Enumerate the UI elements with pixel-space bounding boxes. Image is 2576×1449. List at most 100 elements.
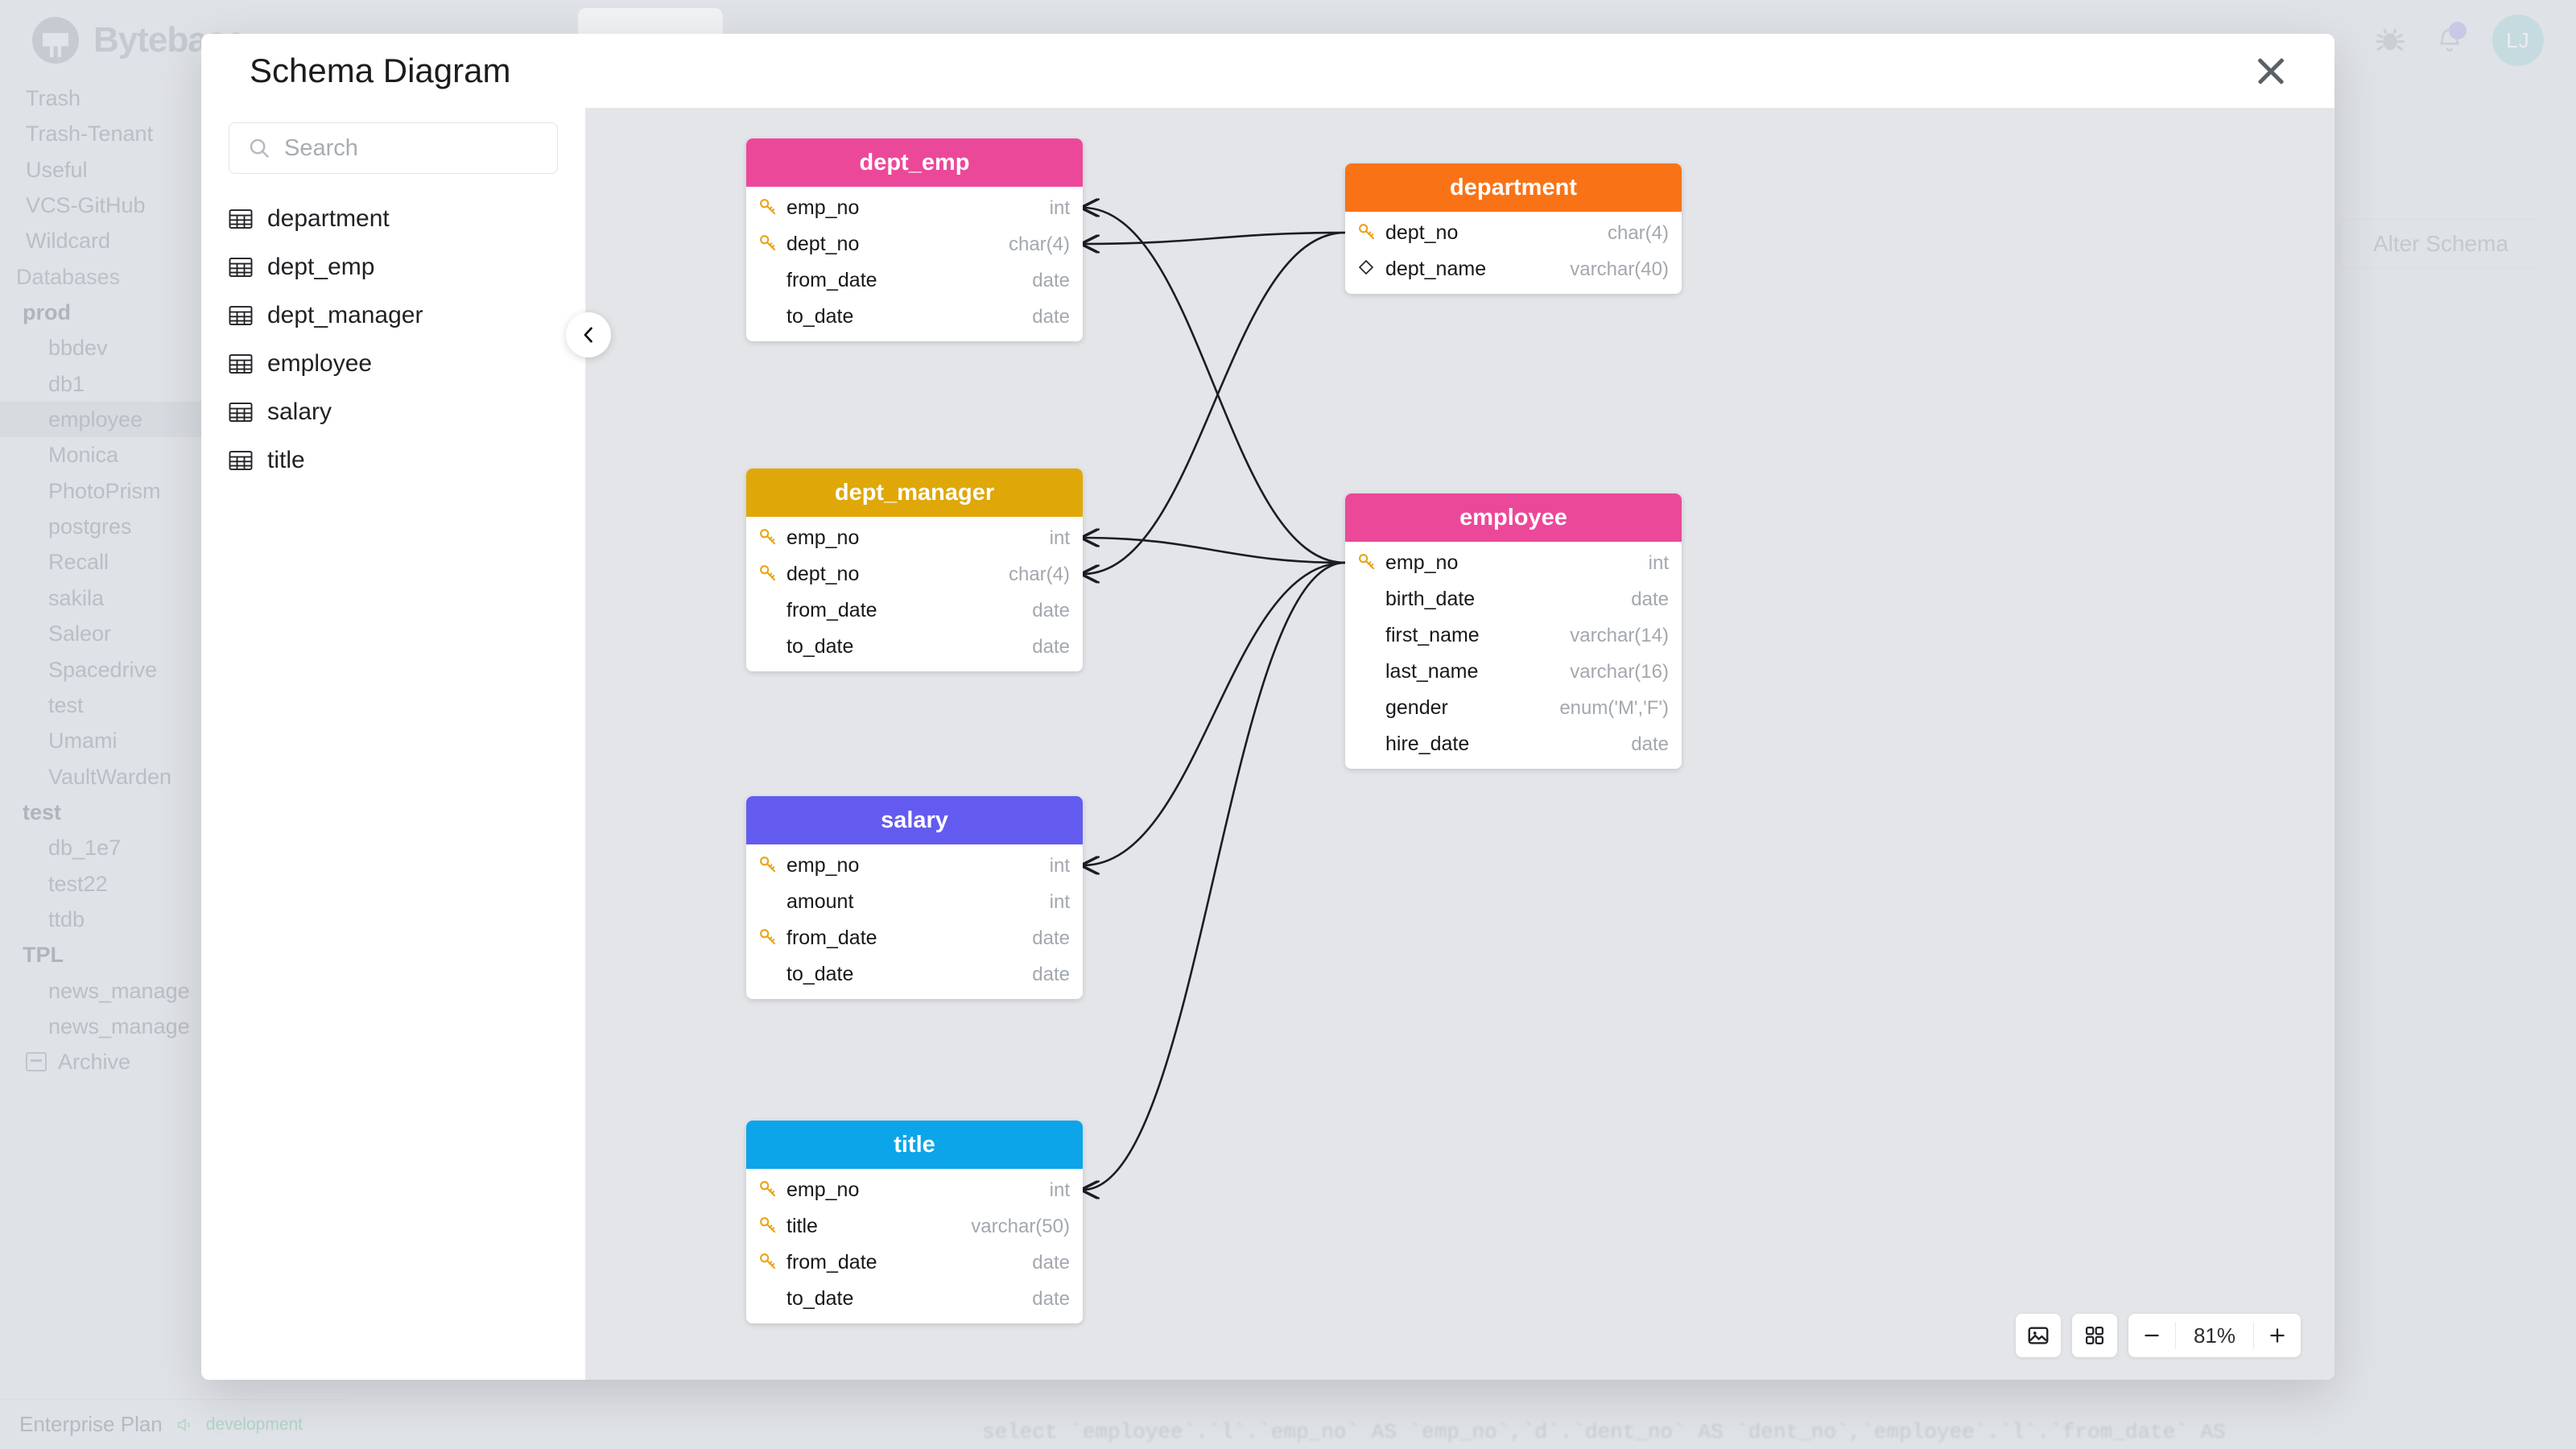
column-name: dept_no: [1385, 221, 1459, 244]
relationship-edge: [1083, 231, 1346, 244]
sidebar-item-umami[interactable]: Umami: [48, 729, 118, 753]
column-name: first_name: [1385, 624, 1480, 646]
schema-node-columns: emp_no int birth_date date first_name va…: [1345, 542, 1682, 769]
column-name: emp_no: [786, 1179, 860, 1201]
column-type: varchar(40): [1570, 258, 1669, 280]
table-list-item[interactable]: department: [201, 195, 585, 243]
column-type: varchar(16): [1570, 660, 1669, 683]
column-type: int: [1049, 196, 1070, 219]
table-icon: [229, 402, 253, 423]
avatar[interactable]: LJ: [2492, 14, 2544, 66]
sidebar-item-tpl[interactable]: TPL: [23, 943, 64, 968]
sidebar-item-monica[interactable]: Monica: [48, 443, 119, 468]
sidebar-item-sakila[interactable]: sakila: [48, 585, 105, 610]
schema-node-title: department: [1345, 163, 1682, 212]
bug-icon[interactable]: [2373, 23, 2407, 57]
table-icon: [229, 450, 253, 471]
sidebar-item-test22[interactable]: test22: [48, 871, 108, 896]
table-list: department dept_emp dept_manager employe…: [201, 185, 585, 485]
column-name: last_name: [1385, 660, 1479, 683]
schema-node-department[interactable]: department dept_no char(4) dept_name var…: [1345, 163, 1682, 294]
sidebar-item-news-manage[interactable]: news_manage: [48, 978, 190, 1003]
archive-icon: [26, 1052, 47, 1072]
schema-node-title: dept_emp: [746, 138, 1083, 187]
column-type: int: [1049, 854, 1070, 877]
column-name: from_date: [786, 599, 877, 621]
collapse-panel-button[interactable]: [566, 312, 611, 357]
column-type: date: [1032, 1251, 1070, 1274]
sidebar-item-saleor[interactable]: Saleor: [48, 621, 112, 646]
schema-node-title: employee: [1345, 493, 1682, 542]
primary-key-icon: [1356, 551, 1381, 576]
sidebar-item-trash-tenant[interactable]: Trash-Tenant: [26, 122, 154, 147]
column-type: date: [1631, 733, 1669, 755]
schema-node-columns: emp_no int amount int from_date date to_…: [746, 844, 1083, 999]
sidebar-item-ttdb[interactable]: ttdb: [48, 906, 85, 931]
column-type: int: [1049, 526, 1070, 549]
export-image-button[interactable]: [2016, 1314, 2061, 1357]
app-footer: Enterprise Plan development: [0, 1399, 346, 1449]
sidebar-item-recall[interactable]: Recall: [48, 550, 109, 575]
sidebar-item-db1[interactable]: db1: [48, 371, 85, 396]
sidebar-item-spacedrive[interactable]: Spacedrive: [48, 657, 158, 682]
column-row: dept_name varchar(40): [1345, 251, 1682, 287]
zoom-in-button[interactable]: [2254, 1314, 2301, 1357]
sidebar-item-postgres[interactable]: postgres: [48, 514, 132, 539]
column-name: dept_no: [786, 233, 860, 255]
table-list-item[interactable]: salary: [201, 388, 585, 436]
column-row: to_date date: [746, 1281, 1083, 1317]
column-type: enum('M','F'): [1559, 696, 1669, 719]
zoom-out-button[interactable]: [2128, 1314, 2175, 1357]
column-row: dept_no char(4): [1345, 215, 1682, 251]
column-type: date: [1032, 269, 1070, 291]
sidebar-item-trash[interactable]: Trash: [26, 86, 81, 110]
column-name: emp_no: [786, 854, 860, 877]
sidebar-item-test[interactable]: test: [23, 799, 62, 824]
sidebar-item-db-1e7[interactable]: db_1e7: [48, 836, 122, 861]
schema-node-title[interactable]: title emp_no int title varchar(50) from_…: [746, 1121, 1083, 1323]
bell-icon[interactable]: [2436, 22, 2467, 56]
sidebar-item-vaultwarden[interactable]: VaultWarden: [48, 764, 172, 789]
sidebar-item-bbdev[interactable]: bbdev: [48, 336, 108, 361]
sidebar-item-useful[interactable]: Useful: [26, 157, 88, 182]
sidebar-item-employee[interactable]: employee: [0, 402, 209, 438]
sidebar-item-photoprism[interactable]: PhotoPrism: [48, 478, 161, 503]
schema-node-dept_emp[interactable]: dept_emp emp_no int dept_no char(4) from…: [746, 138, 1083, 341]
schema-node-dept_manager[interactable]: dept_manager emp_no int dept_no char(4) …: [746, 469, 1083, 671]
column-row: from_date date: [746, 262, 1083, 299]
search-input[interactable]: Search: [229, 122, 558, 174]
schema-node-employee[interactable]: employee emp_no int birth_date date firs…: [1345, 493, 1682, 769]
sidebar-item-wildcard[interactable]: Wildcard: [26, 229, 111, 254]
divider: [2175, 1322, 2176, 1349]
column-name: emp_no: [786, 526, 860, 549]
sidebar-item-prod[interactable]: prod: [23, 300, 71, 325]
sidebar-item-vcs-github[interactable]: VCS-GitHub: [26, 193, 146, 218]
schema-node-columns: dept_no char(4) dept_name varchar(40): [1345, 212, 1682, 294]
sidebar-item-test[interactable]: test: [48, 692, 84, 717]
column-name: from_date: [786, 1251, 877, 1274]
sidebar-item-news-manage[interactable]: news_manage: [48, 1013, 190, 1038]
table-list-item[interactable]: title: [201, 436, 585, 485]
primary-key-icon: [758, 1214, 782, 1239]
table-list-item[interactable]: employee: [201, 340, 585, 388]
column-type: int: [1648, 551, 1669, 574]
sidebar-item-archive[interactable]: Archive: [0, 1044, 209, 1080]
sidebar-item-label: Archive: [58, 1050, 131, 1075]
column-type: varchar(14): [1570, 624, 1669, 646]
table-list-item[interactable]: dept_emp: [201, 243, 585, 291]
column-name: to_date: [786, 963, 854, 985]
column-type: date: [1032, 963, 1070, 985]
environment-label: development: [205, 1414, 303, 1434]
column-name: emp_no: [1385, 551, 1459, 574]
schema-node-salary[interactable]: salary emp_no int amount int from_date d…: [746, 796, 1083, 999]
sidebar-item-databases[interactable]: Databases: [16, 264, 121, 289]
table-list-item[interactable]: dept_manager: [201, 291, 585, 340]
alter-schema-button[interactable]: Alter Schema: [2339, 219, 2542, 269]
auto-layout-button[interactable]: [2072, 1314, 2117, 1357]
column-type: varchar(50): [971, 1215, 1070, 1237]
column-row: first_name varchar(14): [1345, 617, 1682, 654]
column-row: to_date date: [746, 956, 1083, 993]
column-name: dept_no: [786, 563, 860, 585]
close-icon[interactable]: [2249, 49, 2293, 93]
diagram-canvas[interactable]: dept_emp emp_no int dept_no char(4) from…: [586, 108, 2334, 1380]
